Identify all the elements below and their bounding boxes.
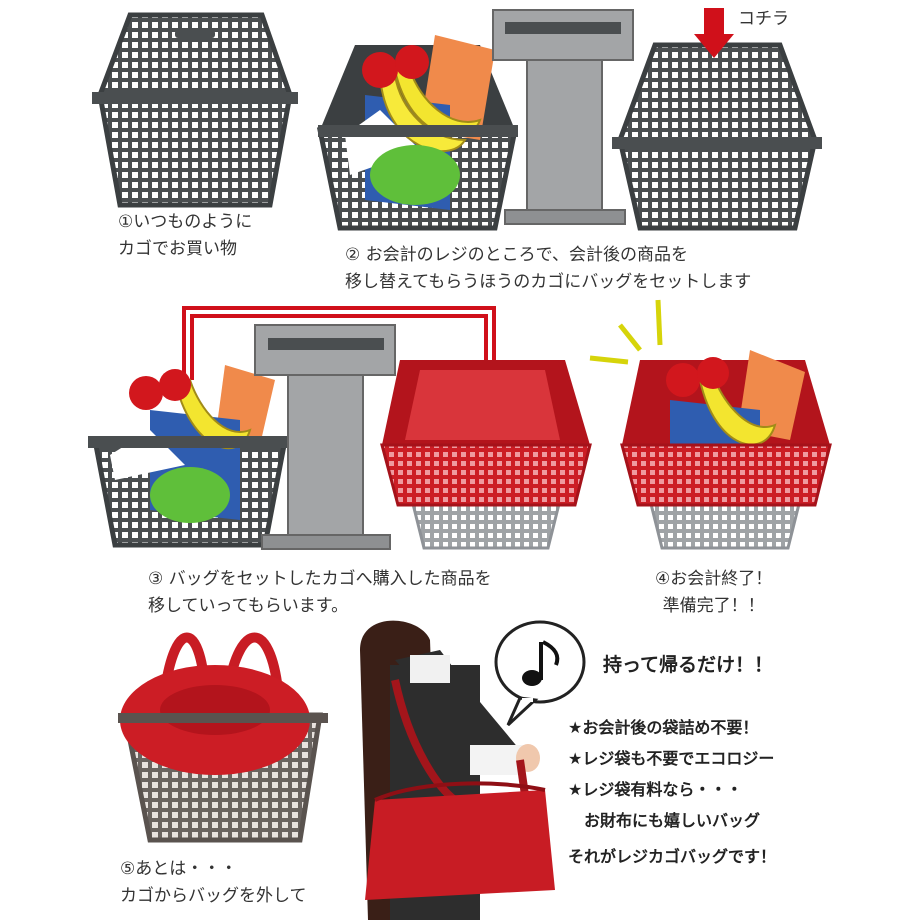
feature-item: ★レジ袋も不要でエコロジー: [568, 749, 775, 768]
woman-with-bag: [360, 620, 555, 920]
step3-line1: ③ バッグをセットしたカゴへ購入した商品を: [148, 569, 492, 589]
basket-bag-packed: [118, 632, 328, 843]
step5-line1: ⑤あとは・・・: [120, 859, 238, 879]
tagline: 持って帰るだけ！！: [603, 654, 774, 676]
closing-line: それがレジカゴバッグです！: [568, 847, 777, 866]
feature-item: ★お会計後の袋詰め不要！: [568, 718, 759, 737]
basket-groceries-step3: [88, 365, 293, 548]
step1-line2: カゴでお買い物: [118, 239, 237, 259]
step5-caption: ⑤あとは・・・ カゴからバッグを外して: [120, 856, 307, 910]
burst-lines-icon: [589, 299, 663, 365]
kochira-label: コチラ: [738, 9, 789, 29]
feature-list: ★お会計後の袋詰め不要！ ★レジ袋も不要でエコロジー ★レジ袋有料なら・・・ お…: [568, 712, 774, 836]
step1-caption: ①いつものように カゴでお買い物: [118, 209, 252, 263]
basket-empty: [92, 12, 298, 208]
basket-filled-bag-step4: [620, 350, 832, 550]
basket-target-step2: [612, 42, 822, 231]
step4-caption: ④お会計終了！ 準備完了！！: [655, 566, 772, 620]
step3-caption: ③ バッグをセットしたカゴへ購入した商品を 移していってもらいます。: [148, 566, 492, 620]
step2-caption: ② お会計のレジのところで、会計後の商品を 移し替えてもらうほうのカゴにバッグを…: [345, 242, 751, 296]
step2-line1: ② お会計のレジのところで、会計後の商品を: [345, 245, 688, 265]
step1-line1: ①いつものように: [118, 212, 253, 232]
step4-line1: ④お会計終了！: [655, 569, 773, 589]
music-note-icon: [522, 640, 560, 686]
step3-line2: 移していってもらいます。: [148, 596, 349, 616]
down-arrow-icon: [694, 8, 734, 58]
cash-register-step2: [492, 9, 634, 225]
feature-item: お財布にも嬉しいバッグ: [568, 811, 761, 830]
basket-groceries-step2: [316, 35, 519, 231]
step2-line2: 移し替えてもらうほうのカゴにバッグをセットします: [345, 272, 752, 292]
cash-register-step3: [254, 324, 396, 550]
basket-with-bag-step3: [380, 360, 592, 550]
step4-line2: 準備完了！！: [662, 596, 765, 616]
step5-line2: カゴからバッグを外して: [120, 886, 307, 906]
feature-item: ★レジ袋有料なら・・・: [568, 780, 743, 799]
